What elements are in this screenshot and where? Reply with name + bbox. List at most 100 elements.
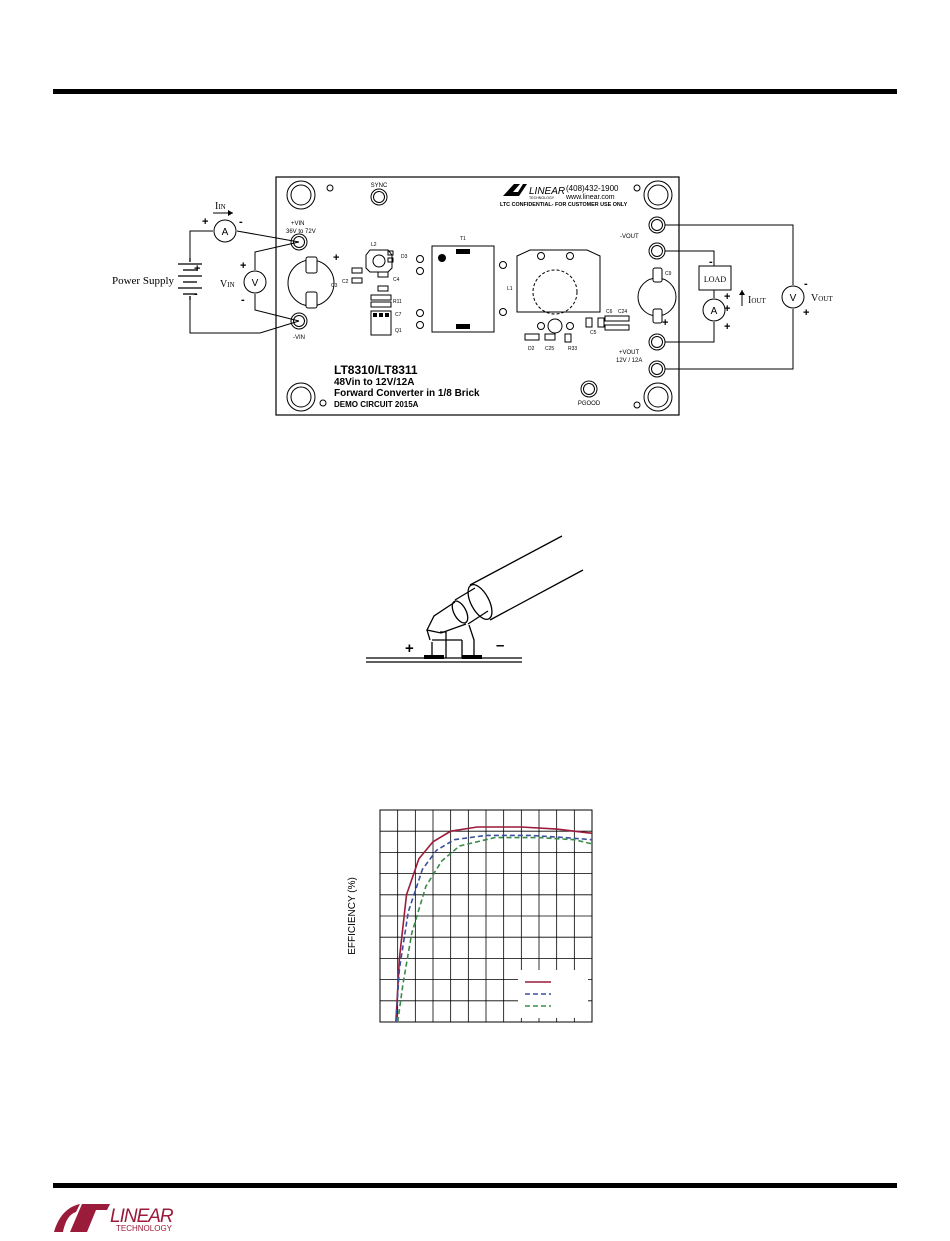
capacitor-c25	[544, 333, 556, 341]
mounting-hole-tr	[643, 180, 673, 210]
vout-label: VOUT	[811, 293, 833, 304]
input-capacitor-c3	[287, 256, 335, 309]
ammeter-out-plus-2: +	[724, 321, 730, 333]
input-voltmeter-icon: V	[243, 270, 267, 294]
vin-label: VIN	[220, 279, 235, 290]
board-desc-1: 48Vin to 12V/12A	[334, 377, 414, 388]
linear-logo-icon	[54, 1204, 110, 1232]
ref-q1: Q1	[395, 328, 402, 334]
mounting-hole-bl	[286, 382, 316, 412]
board-logo-icon	[503, 184, 527, 196]
supply-minus: -	[194, 288, 198, 300]
load-box: LOAD	[698, 265, 732, 291]
ref-c3: C3	[331, 283, 338, 289]
mounting-hole-tl	[286, 180, 316, 210]
input-ammeter-icon: A	[213, 219, 237, 243]
capacitor-c4b	[377, 285, 389, 292]
svg-text:A: A	[222, 227, 229, 238]
power-supply-battery-icon	[178, 258, 202, 300]
output-current-arrow-icon	[739, 290, 745, 306]
ref-d2: D2	[528, 346, 535, 352]
capacitor-c2b	[351, 277, 363, 284]
voltmeter-in-minus: -	[241, 294, 245, 306]
pgood-test-point	[580, 380, 598, 398]
capacitor-c2	[351, 267, 363, 274]
sync-test-point	[370, 188, 388, 206]
capacitor-c5	[585, 317, 593, 328]
probe-body-icon	[426, 535, 584, 658]
ref-r33: R33	[568, 346, 577, 352]
c3-plus-label: +	[333, 252, 339, 264]
test-setup-diagram: SYNC PGOOD LINEAR TECHNOLOGY (408)432-19…	[112, 176, 833, 416]
transformer-t1	[431, 245, 495, 333]
ref-c5: C5	[590, 330, 597, 336]
y-axis-label: EFFICIENCY (%)	[347, 877, 358, 955]
ref-c4: C4	[393, 277, 400, 283]
ref-r11: R11	[393, 299, 402, 305]
c9-plus-label: +	[662, 317, 668, 329]
chart-series	[395, 826, 593, 1023]
probe-plus-label: +	[405, 640, 414, 657]
capacitor-c4	[377, 271, 389, 278]
svg-text:V: V	[790, 293, 797, 304]
ammeter-in-minus: -	[239, 216, 243, 228]
load-plus: +	[724, 291, 730, 303]
linear-technology-logo: LINEAR TECHNOLOGY	[54, 1204, 175, 1233]
footer-company-sub: TECHNOLOGY	[116, 1224, 173, 1233]
mosfet-q1	[370, 310, 392, 336]
pgood-label: PGOOD	[578, 401, 601, 407]
via-hole	[319, 399, 327, 407]
demo-board-outline	[275, 176, 680, 416]
header-rule	[53, 89, 897, 94]
ref-l2: L2	[371, 242, 377, 248]
series-line-2	[395, 834, 593, 1023]
pcb-trace-icon	[366, 655, 522, 663]
svg-text:A: A	[711, 306, 718, 317]
board-web: www.linear.com	[565, 194, 615, 201]
vin-neg-label: -VIN	[293, 335, 305, 341]
vout-neg-label: -VOUT	[620, 234, 639, 240]
board-part-number: LT8310/LT8311	[334, 363, 418, 377]
via-hole	[633, 184, 641, 192]
vin-neg-terminal	[290, 312, 308, 330]
ref-t1: T1	[460, 236, 466, 242]
ref-c7: C7	[395, 312, 402, 318]
svg-text:LOAD: LOAD	[704, 275, 726, 284]
board-demo-label: DEMO CIRCUIT 2015A	[334, 400, 419, 409]
output-voltmeter-icon: V	[781, 285, 805, 309]
footer-company-name: LINEAR	[110, 1206, 174, 1227]
board-phone: (408)432-1900	[566, 184, 619, 193]
current-direction-arrow-icon	[213, 210, 233, 216]
ammeter-out-plus: +	[724, 303, 730, 315]
ammeter-in-plus: +	[202, 216, 208, 228]
power-supply-label: Power Supply	[112, 275, 175, 287]
sync-label: SYNC	[371, 183, 388, 189]
scope-probe-diagram: + –	[366, 535, 584, 663]
svg-text:V: V	[252, 278, 259, 289]
ref-d3: D3	[401, 254, 408, 260]
vout-rating-label: 12V / 12A	[616, 358, 642, 364]
ref-c9: C9	[665, 271, 672, 277]
input-wiring	[189, 230, 300, 334]
resistor-r33	[564, 333, 572, 343]
supply-plus: +	[194, 263, 200, 275]
mounting-hole-br	[643, 382, 673, 412]
ref-c24: C24	[618, 309, 627, 315]
diode-d2	[524, 333, 540, 341]
capacitor-c6-c24	[604, 315, 630, 322]
voltmeter-out-minus: -	[804, 278, 808, 290]
via-hole	[633, 401, 641, 409]
footer-rule	[53, 1183, 897, 1188]
output-inductor-l1	[516, 249, 601, 334]
load-minus: -	[709, 256, 713, 268]
series-line-1	[395, 826, 593, 1023]
output-ammeter-icon: A	[702, 298, 726, 322]
ref-c6: C6	[606, 309, 613, 315]
output-wiring	[665, 224, 794, 370]
vin-pos-terminal	[290, 233, 308, 251]
voltmeter-out-plus: +	[803, 307, 809, 319]
resistor-r11b	[370, 301, 392, 308]
via-hole	[326, 184, 334, 192]
board-confidential: LTC CONFIDENTIAL- FOR CUSTOMER USE ONLY	[500, 202, 628, 208]
series-line-3	[396, 836, 593, 1023]
